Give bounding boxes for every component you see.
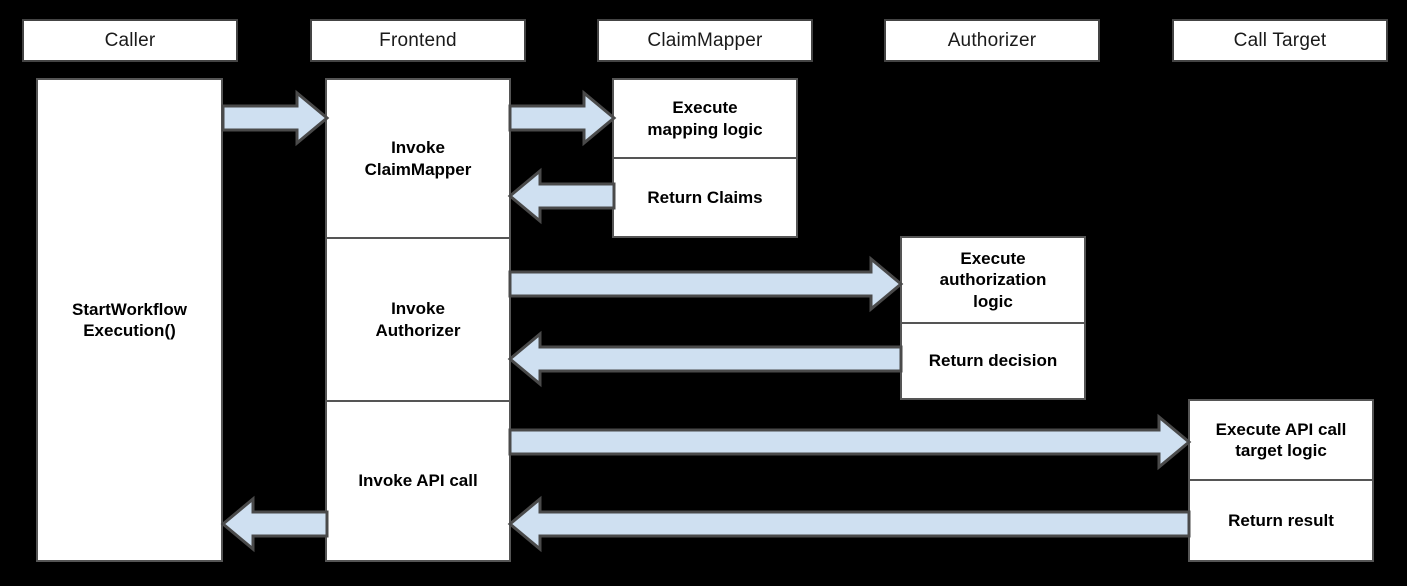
lifeline-header-calltarget[interactable]: Call Target [1172,19,1388,62]
message-arrow-claimmapper-to-frontend[interactable] [507,167,616,225]
lifeline-header-caller-label: Caller [104,29,156,51]
message-arrow-frontend-to-authorizer[interactable] [508,255,904,313]
lifeline-header-calltarget-label: Call Target [1233,29,1327,51]
lifeline-header-authorizer[interactable]: Authorizer [884,19,1100,62]
lifeline-header-frontend-label: Frontend [379,29,457,51]
activation-frontend-segment-2: Invoke API call [327,400,509,560]
message-arrow-frontend-to-caller[interactable] [220,495,329,553]
lifeline-header-claimmapper-label: ClaimMapper [647,29,763,51]
activation-calltarget-segment-1: Return result [1190,479,1372,560]
message-arrow-caller-to-frontend[interactable] [221,89,330,147]
lifeline-header-claimmapper[interactable]: ClaimMapper [597,19,813,62]
lifeline-header-caller[interactable]: Caller [22,19,238,62]
activation-claimmapper-segment-1: Return Claims [614,157,796,236]
activation-authorizer-segment-1: Return decision [902,322,1084,398]
message-arrow-authorizer-to-frontend[interactable] [507,330,903,388]
lifeline-header-frontend[interactable]: Frontend [310,19,526,62]
message-arrow-frontend-to-claimmapper[interactable] [508,89,617,147]
message-arrow-frontend-to-calltarget[interactable] [508,413,1192,471]
lifeline-header-authorizer-label: Authorizer [947,29,1037,51]
message-arrow-calltarget-to-frontend[interactable] [507,495,1191,553]
